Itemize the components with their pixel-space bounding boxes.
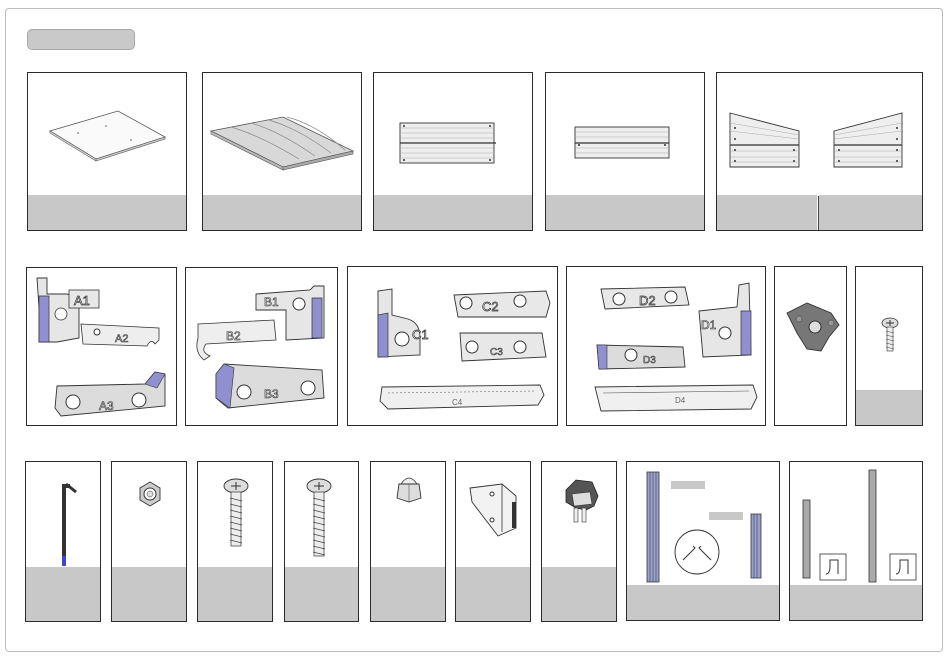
side-panel-divider [818, 196, 819, 230]
hex-key-drawing [26, 462, 102, 582]
caption-clip [542, 567, 616, 621]
caption-side-panel-right [819, 195, 922, 230]
angle-bracket-drawing [456, 462, 532, 562]
part-card-small-screw [855, 266, 923, 426]
side-panel-left-drawing [717, 73, 817, 193]
part-card-hex-key [25, 461, 101, 622]
caption-angle-bracket [456, 567, 530, 621]
caption-side-panel-left [717, 195, 817, 230]
bolt-long-drawing [285, 462, 360, 572]
part-card-wall-panel-a [373, 72, 533, 231]
part-card-nut [111, 461, 187, 622]
label-c3: C3 [490, 347, 503, 358]
label-c1: C1 [412, 327, 429, 342]
part-card-top-panel [27, 72, 187, 231]
part-card-brackets-b: B1 B2 B3 [185, 267, 338, 426]
label-c2: C2 [482, 299, 499, 314]
caption-top-panel [28, 195, 186, 230]
caption-roof-panel [203, 195, 361, 230]
part-card-cap-nut [370, 461, 446, 622]
cap-nut-drawing [371, 462, 447, 542]
label-d3: D3 [643, 355, 656, 366]
part-card-bolt-long [284, 461, 359, 622]
part-card-side-panels [716, 72, 923, 231]
bolt-short-drawing [198, 462, 274, 572]
part-card-brackets-a: A1 A2 A3 [26, 267, 177, 426]
caption-wall-panel-a [374, 195, 532, 230]
label-b3: B3 [264, 387, 279, 401]
caption-bolt-long [285, 567, 358, 621]
part-card-rods [789, 461, 923, 621]
part-card-bolt-short [197, 461, 273, 622]
caption-nut [112, 567, 186, 621]
label-a3: A3 [99, 399, 114, 413]
label-c4: C4 [452, 398, 463, 407]
brackets-b-drawing: B1 B2 B3 [186, 268, 339, 427]
nut-drawing [112, 462, 188, 542]
pole-tag-short [709, 512, 743, 520]
label-a1: A1 [74, 293, 90, 308]
label-a2: A2 [115, 333, 128, 345]
caption-bolt-short [198, 567, 272, 621]
label-d4: D4 [675, 396, 686, 405]
brackets-a-drawing: A1 A2 A3 [27, 268, 178, 427]
title-bar [27, 29, 135, 50]
label-d2: D2 [639, 293, 656, 308]
brackets-c-drawing: C1 C2 C3 C4 [348, 267, 559, 427]
wall-panel-a-drawing [374, 73, 534, 193]
part-card-brackets-d: D2 D1 D3 D4 [566, 266, 766, 426]
top-panel-drawing [28, 73, 188, 193]
caption-wall-panel-b [546, 195, 704, 230]
caption-rods [790, 585, 922, 620]
wall-panel-b-drawing [546, 73, 706, 193]
roof-panel-drawing [203, 73, 363, 193]
part-card-roof-panel [202, 72, 362, 231]
side-panel-right-drawing [822, 73, 922, 193]
label-b2: B2 [226, 329, 241, 343]
label-d1: D1 [701, 318, 717, 332]
small-screw-drawing [856, 267, 924, 387]
clip-drawing [542, 462, 618, 562]
label-b1: B1 [264, 295, 279, 309]
caption-poles [627, 585, 779, 620]
part-card-knob [774, 266, 847, 426]
pole-tag-long [671, 481, 705, 489]
brackets-d-drawing: D2 D1 D3 D4 [567, 267, 767, 427]
caption-cap-nut [371, 567, 445, 621]
part-card-clip [541, 461, 617, 622]
part-card-poles [626, 461, 780, 621]
caption-small-screw [856, 390, 922, 425]
caption-hex-key [26, 567, 100, 621]
part-card-angle-bracket [455, 461, 531, 622]
part-card-brackets-c: C1 C2 C3 C4 [347, 266, 558, 426]
knob-drawing [775, 267, 848, 367]
part-card-wall-panel-b [545, 72, 705, 231]
rods-drawing [790, 462, 924, 587]
